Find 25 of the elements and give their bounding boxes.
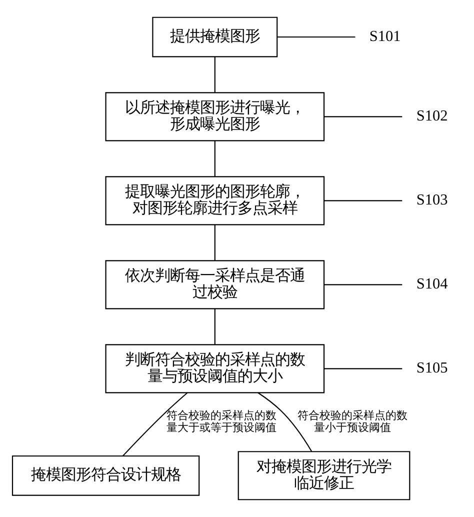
node-box: 对掩模图形进行光学临近修正	[238, 451, 410, 500]
connector	[324, 116, 402, 118]
node-text: S101	[369, 28, 401, 46]
node-box: 提取曝光图形的图形轮廓，对图形轮廓进行多点采样	[105, 176, 325, 226]
connector	[214, 309, 216, 345]
connector	[214, 225, 216, 261]
edge-label: 符合校验的采样点的数量小于预设阈值	[297, 408, 408, 434]
node-box: 提供掩模图形	[152, 16, 278, 58]
connector	[324, 368, 402, 370]
connector	[324, 200, 402, 202]
connector	[214, 140, 216, 177]
node-text: S102	[416, 108, 448, 125]
edge-label: 符合校验的采样点的数量大于或等于预设阈值	[166, 408, 276, 434]
connector	[324, 284, 402, 286]
node-box: 依次判断每一采样点是否通过校验	[105, 260, 325, 310]
connector	[122, 392, 188, 456]
node-box: 判断符合校验的采样点的数量与预设阈值的大小	[105, 344, 325, 394]
node-text: S105	[416, 360, 448, 377]
node-box: 以所述掩模图形进行曝光，形成曝光图形	[105, 92, 325, 142]
connector	[277, 36, 356, 38]
connector	[258, 392, 312, 452]
node-box: 掩模图形符合设计规格	[12, 455, 200, 496]
node-text: S104	[416, 276, 448, 293]
connector	[214, 56, 216, 93]
node-text: S103	[416, 192, 448, 209]
